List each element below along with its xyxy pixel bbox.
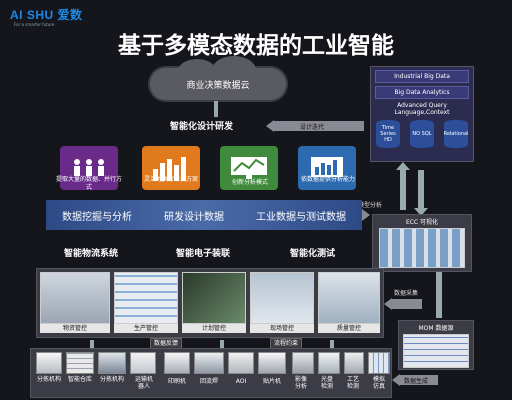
- section-logistics: 智能物流系统: [64, 249, 119, 259]
- device-printer: [164, 352, 190, 374]
- right-up-arrow-head: [396, 162, 410, 170]
- page-title: 基于多模态数据的工业智能: [118, 33, 394, 59]
- down-connector-3: [330, 340, 334, 348]
- photo-quality-control: [318, 272, 380, 324]
- band-arrow-head: [362, 209, 370, 221]
- store-timeseries: Time Series HD: [376, 120, 400, 148]
- photo-plan-control: [182, 272, 246, 324]
- mom-label: MOM 数据源: [418, 325, 454, 332]
- device-label-12: 模拟仿真: [372, 376, 385, 390]
- photo-label-4: 现场管控: [250, 324, 314, 333]
- cloud-label: 商业决策数据云: [186, 80, 250, 91]
- ecc-down-connector: [436, 272, 442, 318]
- device-simulation: [368, 352, 390, 374]
- model-analysis-label: 模型分析: [358, 202, 383, 209]
- generate-arrow-head: [392, 374, 400, 386]
- device-label-7: AOI: [235, 378, 247, 385]
- device-process-test: [344, 352, 364, 374]
- device-aoi: [228, 352, 254, 374]
- monitor-chart-icon: [231, 157, 267, 179]
- down-connector-1: [90, 340, 94, 348]
- device-label-2: 智能仓库: [67, 376, 92, 383]
- card-flexible-exec: [142, 146, 200, 190]
- down-connector-2: [220, 340, 224, 348]
- data-stores: Time Series HD NO SQL Relational: [371, 120, 473, 148]
- card-caption-2: 灵活地执行研发方案: [143, 176, 198, 183]
- industrial-big-data: Industrial Big Data: [375, 70, 469, 83]
- store-relational: Relational: [444, 120, 468, 148]
- mom-screenshot: [403, 334, 469, 368]
- store-nosql: NO SQL: [410, 120, 434, 148]
- device-label-5: 印刷机: [167, 378, 186, 385]
- card-innovative-analysis: [220, 146, 278, 190]
- band-item-mining: 数据挖掘与分析: [62, 211, 132, 223]
- photo-label-1: 物资管控: [40, 324, 110, 333]
- data-band: 数据挖掘与分析 研发设计数据 工业数据与测试数据: [46, 200, 362, 230]
- card-caption-4: 依数据提供分析能力: [300, 176, 355, 183]
- device-smart-warehouse: [66, 352, 94, 374]
- device-label-6: 回流焊: [199, 378, 218, 385]
- big-data-panel: Industrial Big Data Big Data Analytics A…: [370, 66, 474, 162]
- bar-chart-icon: [153, 157, 186, 181]
- device-label-8: 贴片机: [262, 378, 281, 385]
- right-up-connector: [400, 170, 406, 210]
- device-label-4: 运输机器人: [134, 376, 153, 390]
- device-robot: [130, 352, 156, 374]
- device-label-10: 光盘检测: [320, 376, 333, 390]
- band-item-rd: 研发设计数据: [164, 211, 224, 223]
- photo-label-3: 计划管控: [182, 324, 246, 333]
- photo-site-control: [250, 272, 314, 324]
- photo-material-control: [40, 272, 110, 324]
- photo-label-2: 生产管控: [114, 324, 178, 333]
- ecc-screenshot: [379, 228, 465, 268]
- card-data-analysis: [298, 146, 356, 190]
- data-collect-label: 数据采集: [394, 290, 419, 297]
- device-label-11: 工艺检测: [346, 376, 359, 390]
- device-disc-test: [318, 352, 340, 374]
- data-chart-icon: [311, 157, 343, 177]
- section-testing: 智能化测试: [290, 249, 336, 259]
- query-language: Advanced Query Language,Context: [394, 102, 450, 116]
- band-item-test: 工业数据与测试数据: [256, 211, 346, 223]
- device-sorter-1: [36, 352, 62, 374]
- collect-arrow-head: [384, 298, 392, 310]
- device-label-9: 影像分析: [294, 376, 307, 390]
- mom-panel: MOM 数据源: [398, 320, 474, 370]
- device-label-3: 分拣机构: [99, 376, 124, 383]
- photo-label-5: 质量管控: [318, 324, 380, 333]
- ecc-label: ECC 可视化: [405, 219, 439, 226]
- brand-tagline: For a smarter future: [14, 22, 55, 27]
- data-generate-label: 数据生成: [404, 378, 429, 385]
- card-caption-3: 创新分析模式: [231, 179, 268, 186]
- right-down-connector: [418, 170, 424, 210]
- ecc-panel: ECC 可视化: [372, 214, 472, 272]
- iterate-arrow-shaft: [274, 121, 364, 131]
- device-reflow: [194, 352, 224, 374]
- design-heading: 智能化设计研发: [170, 122, 234, 132]
- generate-arrow-shaft: [400, 375, 438, 385]
- iterate-arrow-head: [266, 120, 274, 132]
- collect-arrow-shaft: [392, 299, 422, 309]
- device-placement: [258, 352, 286, 374]
- brand-logo: AI SHU 爱数: [10, 8, 83, 22]
- device-image-analysis: [292, 352, 314, 374]
- section-electronics: 智能电子装联: [176, 249, 231, 259]
- business-data-cloud: 商业决策数据云: [150, 56, 286, 100]
- card-caption-1: 提取大量的数据、并行方式: [55, 176, 122, 191]
- device-label-1: 分拣机构: [36, 376, 61, 383]
- big-data-analytics: Big Data Analytics: [375, 86, 469, 99]
- cloud-to-design-connector: [214, 101, 218, 117]
- people-icon: [74, 159, 104, 176]
- right-down-arrow-head: [414, 208, 428, 216]
- device-sorter-2: [98, 352, 126, 374]
- card-parallel-extract: [60, 146, 118, 190]
- photo-production-control: [114, 272, 178, 324]
- iterate-label: 设计迭代: [300, 124, 325, 131]
